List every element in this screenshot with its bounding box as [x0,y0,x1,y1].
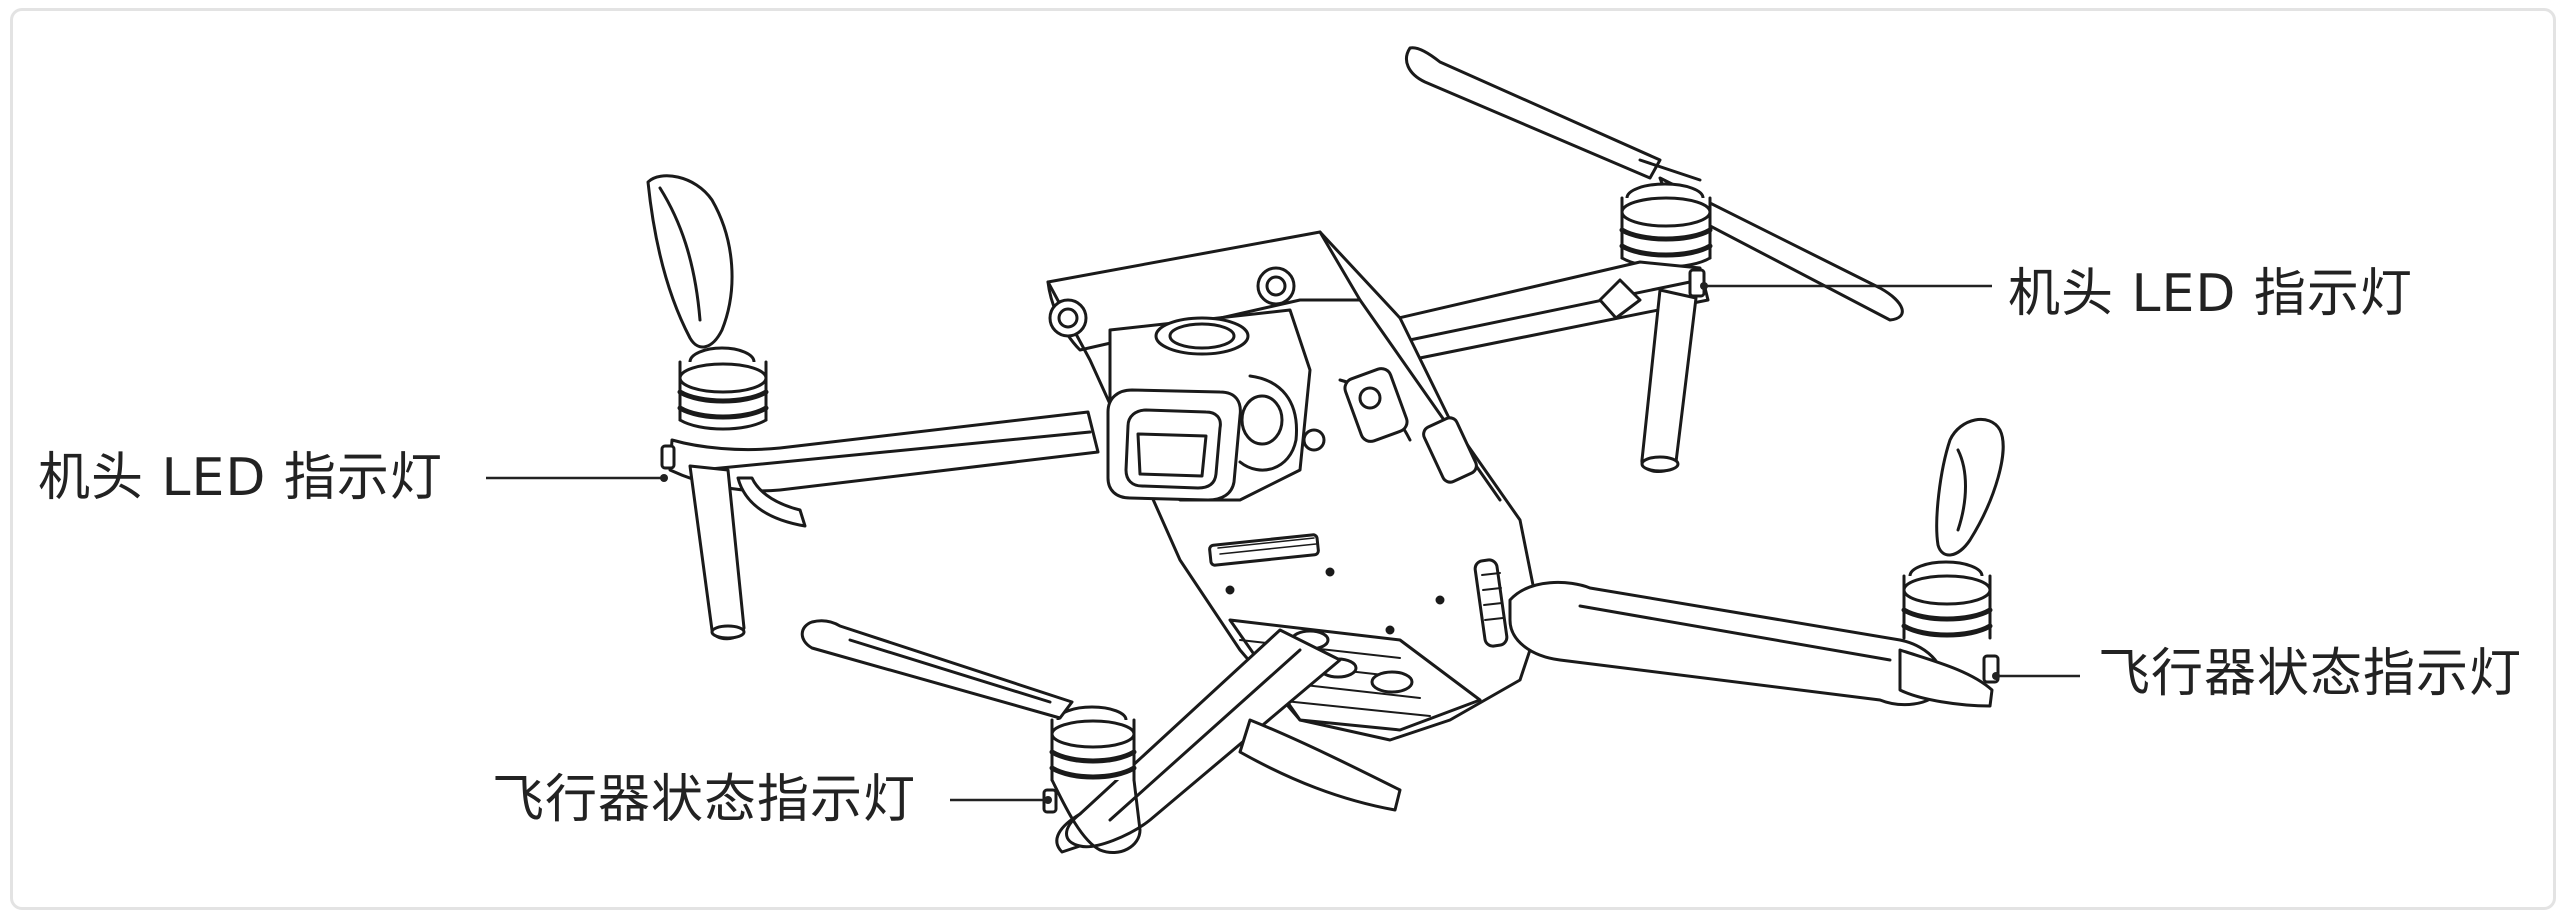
leader-dot-front-led-right [1700,282,1708,290]
leader-dot-front-led-left [660,474,668,482]
callout-status-led-left: 飞行器状态指示灯 [492,774,916,826]
propeller-front-left [648,176,732,347]
arm-front-left [662,412,1098,639]
motor-front-right [1622,184,1710,267]
leader-dot-status-led-right [1992,672,2000,680]
leader-dot-status-led-left [1044,796,1052,804]
propeller-rear-right [1937,419,2003,555]
motor-rear-right [1904,562,1990,638]
callout-front-led-right: 机头 LED 指示灯 [2008,268,2413,320]
motor-front-left [680,348,766,429]
callout-front-led-left: 机头 LED 指示灯 [38,452,443,504]
callout-status-led-right: 飞行器状态指示灯 [2098,648,2522,700]
propeller-rear-left [802,621,1072,718]
gimbal-camera [1108,310,1324,500]
